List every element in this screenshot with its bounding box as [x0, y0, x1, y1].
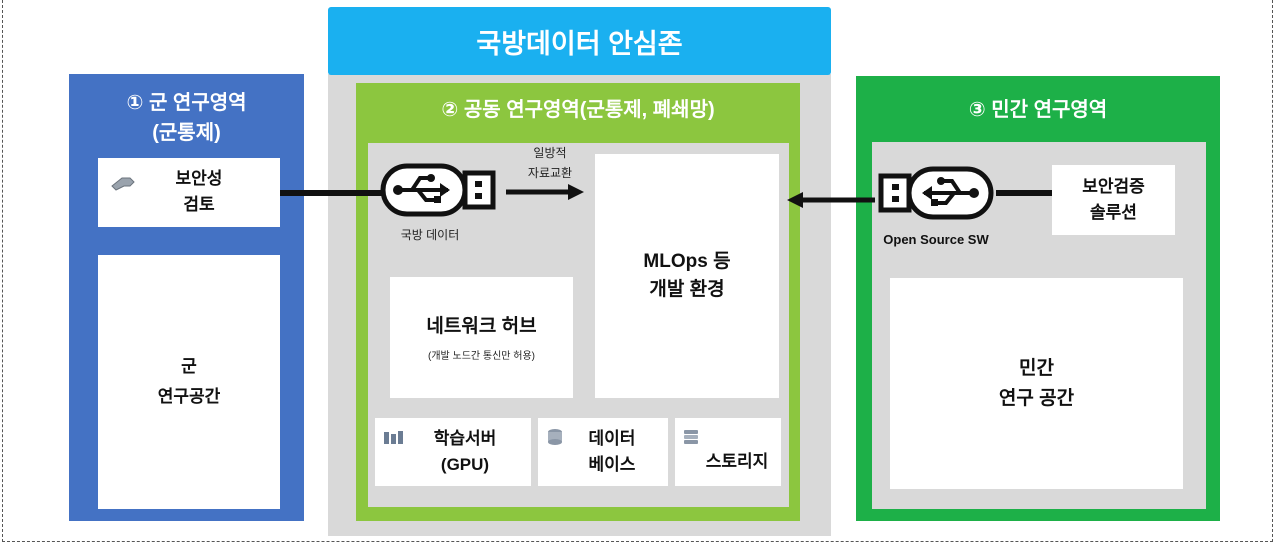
- military-to-joint-link: [280, 190, 384, 196]
- network-hub-note: (개발 노드간 통신만 허용): [428, 351, 535, 362]
- diagram-title-text: 국방데이터 안심존: [476, 28, 683, 59]
- diagram-title: 국방데이터 안심존: [328, 7, 831, 75]
- civil-research-space: 민간 연구 공간: [890, 278, 1183, 489]
- joint-zone-title: ② 공동 연구영역(군통제, 폐쇄망): [356, 92, 800, 128]
- database-box: 데이터 베이스: [538, 418, 668, 486]
- oneway-arrow: [506, 184, 584, 200]
- database-label: 데이터 베이스: [588, 429, 636, 474]
- joint-zone-title-text: ② 공동 연구영역(군통제, 폐쇄망): [441, 99, 715, 121]
- mlops-box: MLOps 등 개발 환경: [595, 154, 779, 398]
- network-hub-box: 네트워크 허브 (개발 노드간 통신만 허용): [390, 277, 573, 398]
- open-source-label: Open Source SW: [883, 231, 989, 247]
- usb-icon-civil: [878, 166, 994, 220]
- mlops-label: MLOps 등 개발 환경: [643, 251, 731, 300]
- network-hub-label: 네트워크 허브: [426, 316, 537, 337]
- military-research-space: 군 연구공간: [98, 255, 280, 509]
- civil-to-joint-arrow: [787, 192, 875, 208]
- storage-icon: [684, 430, 698, 444]
- military-zone-title-line1: ① 군 연구영역: [126, 92, 247, 114]
- defense-data-label: 국방 데이터: [400, 227, 460, 242]
- security-solution-label: 보안검증 솔루션: [1082, 177, 1145, 222]
- key-icon: [111, 177, 135, 191]
- civil-zone-title-text: ③ 민간 연구영역: [968, 99, 1108, 121]
- oneway-exchange-label: 일방적 자료교환: [527, 146, 573, 180]
- security-review-label: 보안성 검토: [175, 169, 223, 214]
- storage-label: 스토리지: [705, 452, 769, 471]
- training-server-box: 학습서버 (GPU): [375, 418, 531, 486]
- military-research-space-label: 군 연구공간: [157, 357, 221, 406]
- usb-icon: [380, 163, 496, 217]
- security-review-box: 보안성 검토: [98, 158, 280, 227]
- civil-zone-title: ③ 민간 연구영역: [856, 92, 1220, 128]
- storage-box: 스토리지: [675, 418, 781, 486]
- military-zone-title: ① 군 연구영역 (군통제): [69, 86, 304, 150]
- server-icon: [384, 431, 403, 444]
- usb-to-solution-link: [996, 190, 1056, 196]
- training-server-label: 학습서버 (GPU): [433, 429, 497, 474]
- database-icon: [548, 429, 562, 445]
- civil-research-space-label: 민간 연구 공간: [998, 357, 1075, 409]
- security-solution-box: 보안검증 솔루션: [1052, 165, 1175, 235]
- military-zone-title-line2: (군통제): [152, 122, 221, 144]
